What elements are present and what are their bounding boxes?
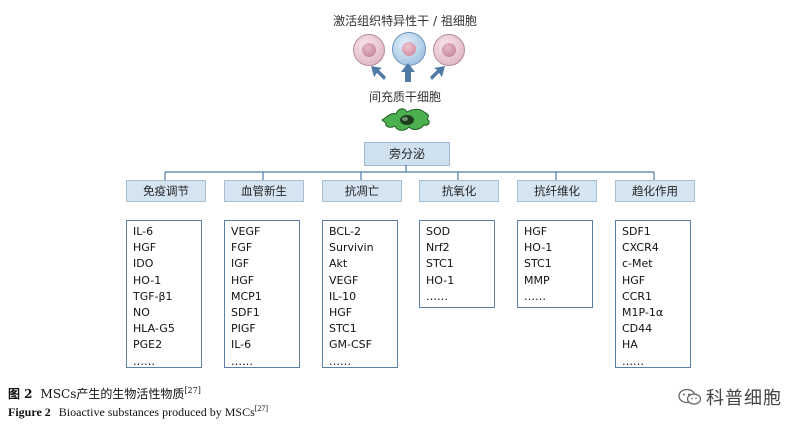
list-item: MMP xyxy=(524,273,550,287)
list-item: …… xyxy=(133,354,155,368)
list-immune: IL-6 HGF IDO HO-1 TGF-β1 NO HLA-G5 PGE2 … xyxy=(126,220,202,368)
list-item: VEGF xyxy=(231,225,261,238)
list-item: …… xyxy=(329,354,351,368)
list-anti-apoptosis: BCL-2 Survivin Akt VEGF IL-10 HGF STC1 G… xyxy=(322,220,398,368)
list-item: …… xyxy=(231,354,253,368)
list-item: GM-CSF xyxy=(329,338,372,352)
caption-english: Figure 2 Bioactive substances produced by… xyxy=(8,404,268,420)
list-item: HGF xyxy=(329,306,353,320)
list-item: …… xyxy=(622,354,644,368)
category-immune: 免疫调节 xyxy=(126,180,206,202)
msc-cell-icon xyxy=(381,108,430,131)
list-item: HO-1 xyxy=(426,273,455,287)
list-item: PIGF xyxy=(231,322,256,336)
list-item: …… xyxy=(426,289,448,303)
paracrine-box: 旁分泌 xyxy=(364,142,450,166)
list-item: FGF xyxy=(231,241,253,255)
list-item: STC1 xyxy=(329,322,357,336)
list-item: CXCR4 xyxy=(622,241,659,255)
list-item: CD44 xyxy=(622,322,653,336)
category-antifibrosis: 抗纤维化 xyxy=(517,180,597,202)
list-item: …… xyxy=(524,289,546,303)
list-item: HGF xyxy=(622,273,646,287)
list-item: HGF xyxy=(524,225,548,238)
list-item: Akt xyxy=(329,257,348,271)
list-item: IL-6 xyxy=(231,338,252,352)
list-item: CCR1 xyxy=(622,289,653,303)
category-chemotaxis: 趋化作用 xyxy=(615,180,695,202)
list-chemotaxis: SDF1 CXCR4 c-Met HGF CCR1 M1P-1α CD44 HA… xyxy=(615,220,691,368)
list-item: NO xyxy=(133,306,150,320)
caption-en-ref: [27] xyxy=(254,404,269,413)
list-item: HGF xyxy=(231,273,255,287)
watermark-text: 科普细胞 xyxy=(706,388,782,409)
list-item: Survivin xyxy=(329,241,374,255)
list-item: HO-1 xyxy=(133,273,162,287)
caption-chinese: 图 2 MSCs产生的生物活性物质[27] xyxy=(8,385,201,402)
caption-en-text: Bioactive substances produced by MSCs xyxy=(58,405,255,419)
caption-en-fig: Figure 2 xyxy=(8,405,51,419)
caption-cn-fig: 图 2 xyxy=(8,387,33,401)
list-item: M1P-1α xyxy=(622,306,664,320)
list-item: IGF xyxy=(231,257,250,271)
category-angiogenesis: 血管新生 xyxy=(224,180,304,202)
list-item: SOD xyxy=(426,225,451,238)
list-item: SDF1 xyxy=(231,306,260,320)
list-item: Nrf2 xyxy=(426,241,450,255)
list-item: IL-10 xyxy=(329,289,357,303)
list-item: MCP1 xyxy=(231,289,262,303)
list-antifibrosis: HGF HO-1 STC1 MMP …… xyxy=(517,220,593,308)
caption-cn-text: MSCs产生的生物活性物质 xyxy=(40,387,185,401)
list-item: PGE2 xyxy=(133,338,163,352)
list-item: c-Met xyxy=(622,257,653,271)
list-item: HA xyxy=(622,338,638,352)
list-item: VEGF xyxy=(329,273,359,287)
list-item: TGF-β1 xyxy=(133,289,173,303)
progenitor-cell-right xyxy=(433,34,465,66)
list-item: IL-6 xyxy=(133,225,154,238)
list-item: STC1 xyxy=(426,257,454,271)
caption-cn-ref: [27] xyxy=(184,386,201,395)
list-angiogenesis: VEGF FGF IGF HGF MCP1 SDF1 PIGF IL-6 …… xyxy=(224,220,300,368)
category-antioxidant: 抗氧化 xyxy=(419,180,499,202)
list-item: HLA-G5 xyxy=(133,322,175,336)
list-item: HO-1 xyxy=(524,241,553,255)
list-item: SDF1 xyxy=(622,225,651,238)
list-antioxidant: SOD Nrf2 STC1 HO-1 …… xyxy=(419,220,495,308)
progenitor-cell-left xyxy=(353,34,385,66)
list-item: HGF xyxy=(133,241,157,255)
category-anti-apoptosis: 抗凋亡 xyxy=(322,180,402,202)
activation-arrows xyxy=(371,63,445,82)
top-title: 激活组织特异性干 / 祖细胞 xyxy=(333,14,477,28)
list-item: BCL-2 xyxy=(329,225,361,238)
wechat-icon xyxy=(678,388,702,405)
msc-label: 间充质干细胞 xyxy=(368,90,441,104)
progenitor-cell-center xyxy=(392,32,426,66)
list-item: STC1 xyxy=(524,257,552,271)
list-item: IDO xyxy=(133,257,154,271)
